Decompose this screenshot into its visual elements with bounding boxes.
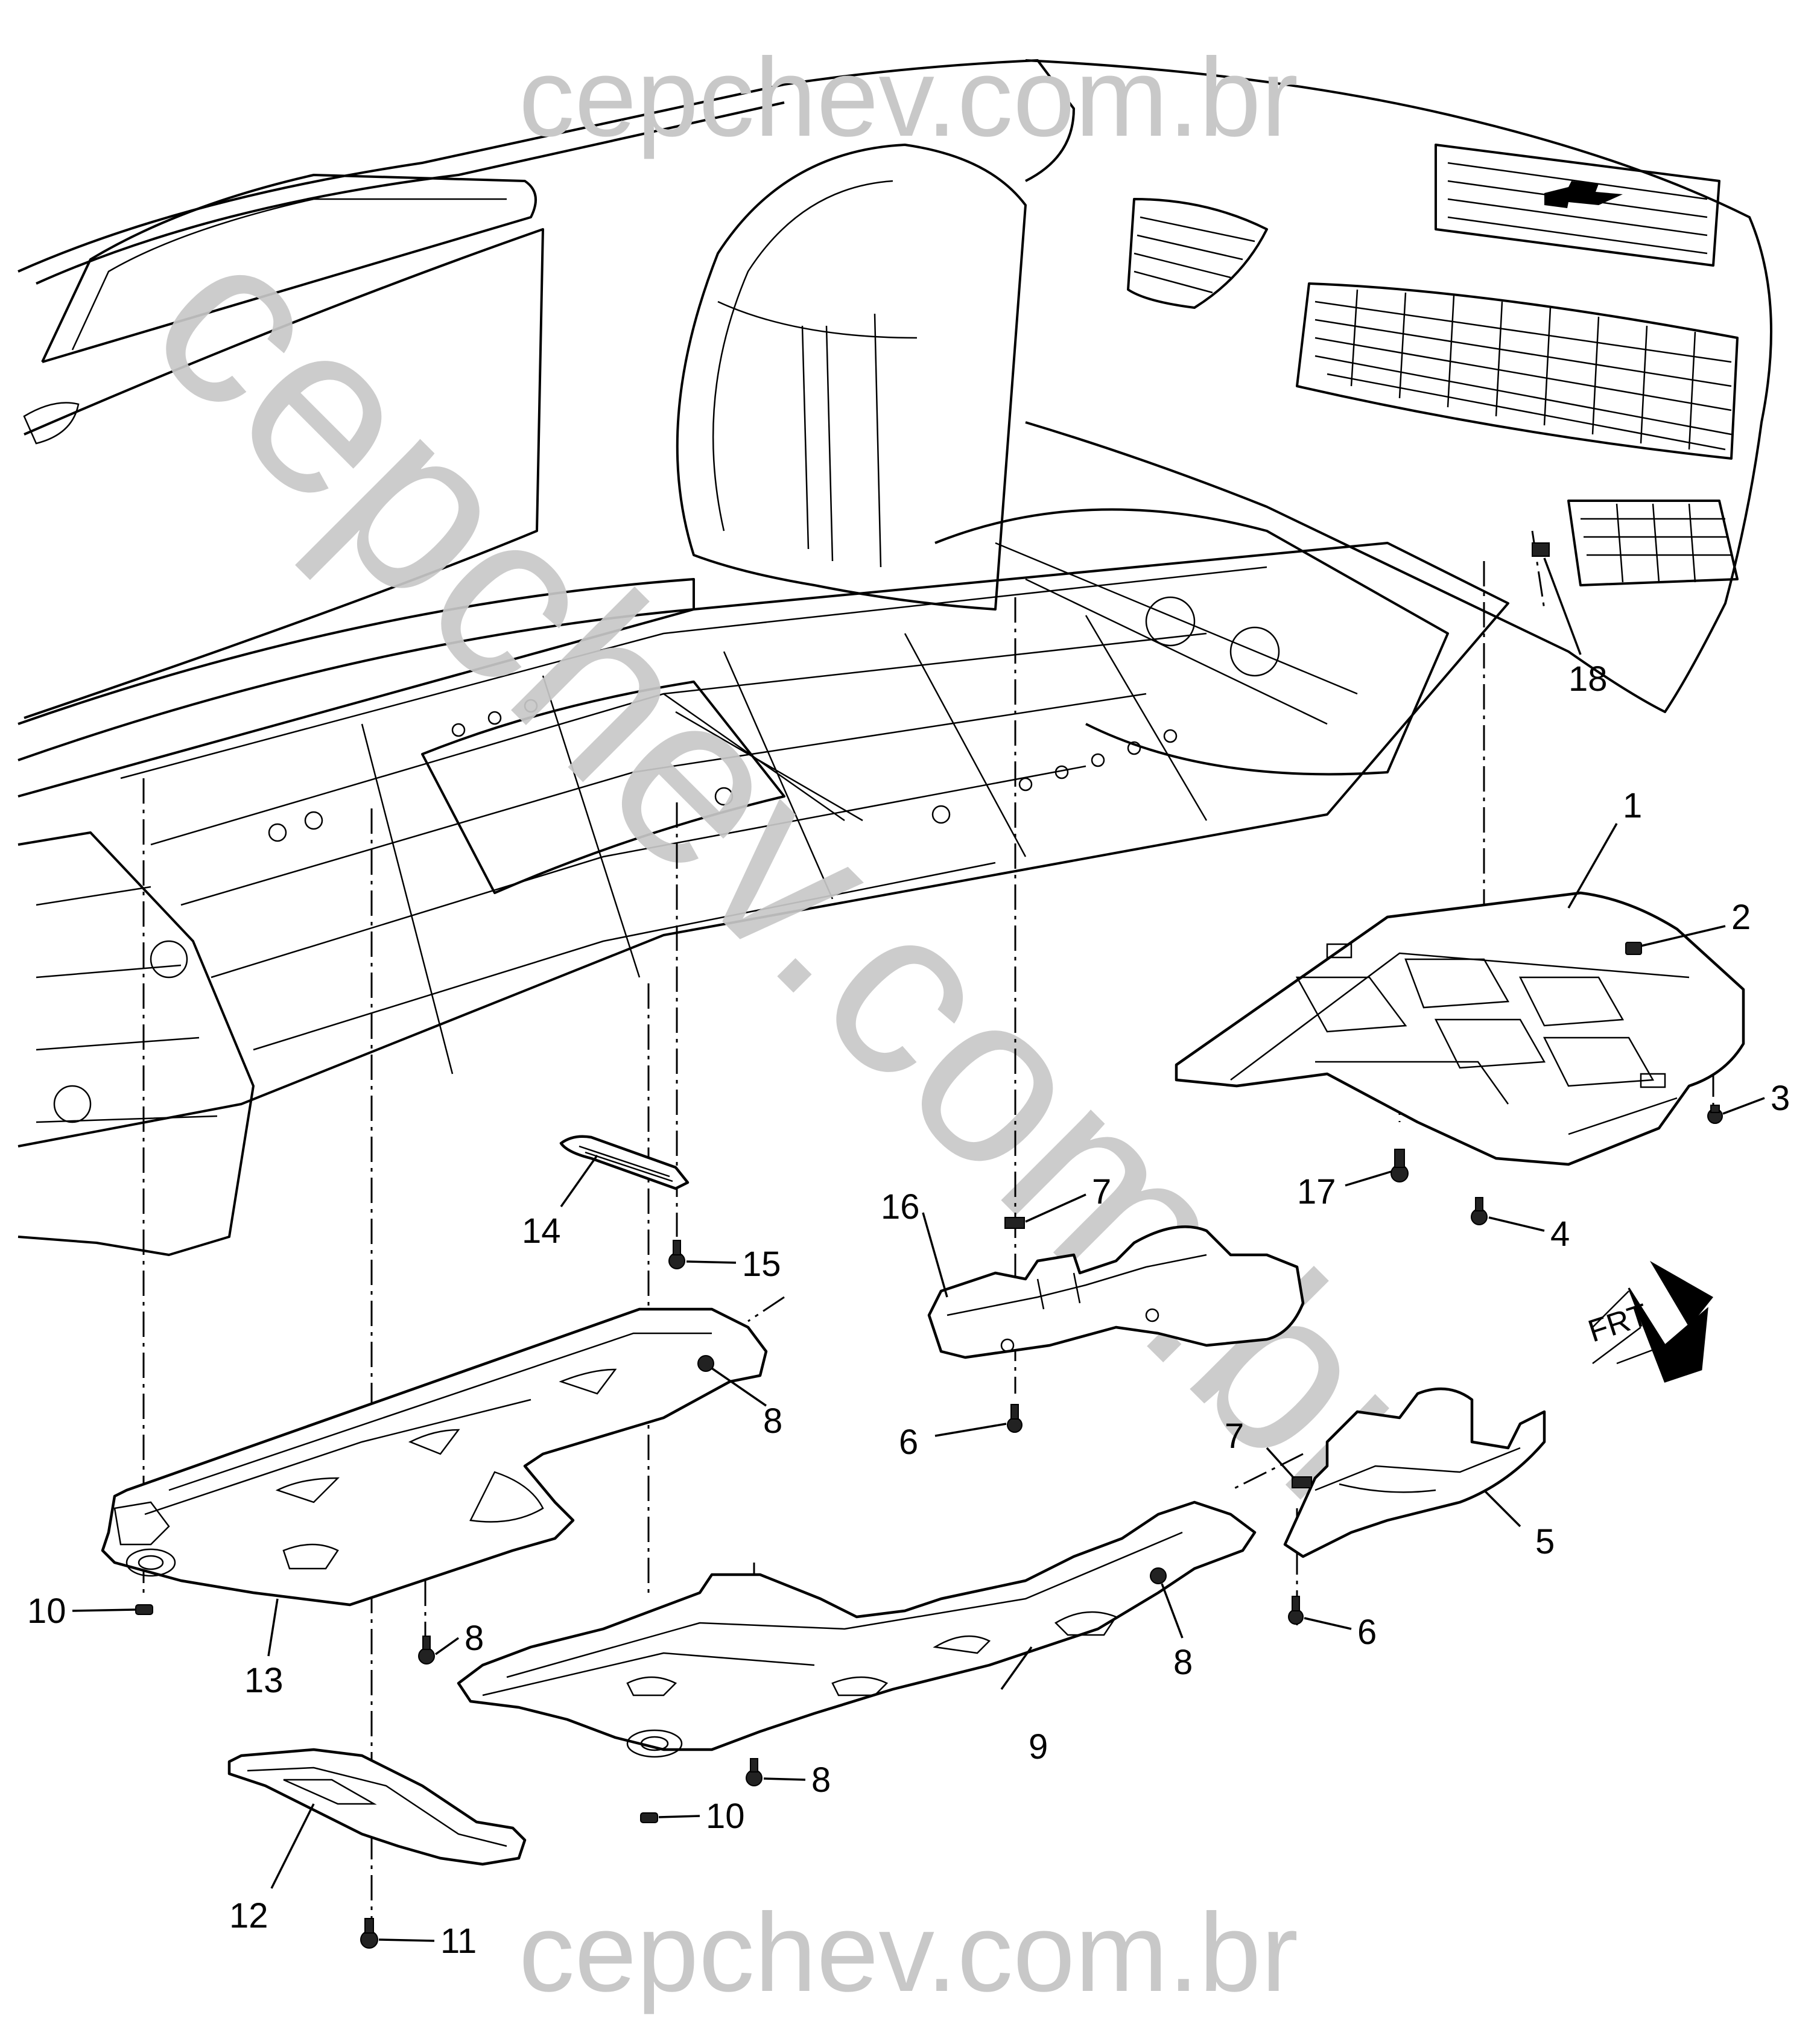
watermark-top: cepchev.com.br xyxy=(519,36,1298,160)
vehicle-underbody-illustration xyxy=(17,59,1772,1256)
retainer-18-icon xyxy=(1532,542,1550,557)
callout-7a: 7 xyxy=(1092,1172,1111,1211)
bolt-3-icon xyxy=(1707,1105,1723,1124)
callout-5: 5 xyxy=(1535,1522,1555,1561)
part-14-bracket xyxy=(559,1135,690,1190)
watermark-bottom: cepchev.com.br xyxy=(519,1891,1298,2015)
callout-8b: 8 xyxy=(465,1619,484,1658)
callout-12: 12 xyxy=(229,1896,268,1935)
underbody-bolt-holes xyxy=(268,699,1178,842)
callout-10b: 10 xyxy=(706,1797,745,1836)
fasteners xyxy=(135,542,1723,1949)
bolt-6b-icon xyxy=(1288,1596,1304,1625)
part-13-underbody-panel xyxy=(101,1307,768,1607)
callout-9: 9 xyxy=(1029,1727,1048,1766)
callout-11: 11 xyxy=(440,1922,477,1961)
bolt-15-icon xyxy=(668,1240,685,1269)
callout-2: 2 xyxy=(1731,898,1751,937)
nut-7a-icon xyxy=(1004,1217,1025,1229)
callout-18: 18 xyxy=(1568,659,1608,699)
bolt-8b-icon xyxy=(418,1636,435,1665)
callout-8d: 8 xyxy=(811,1760,831,1800)
watermark-diagonal: cepchev.com.br xyxy=(101,183,1485,1567)
nut-7b-icon xyxy=(1292,1476,1312,1488)
callout-7b: 7 xyxy=(1225,1417,1244,1456)
part-1-front-shield xyxy=(1175,891,1745,1166)
part-12-brace xyxy=(227,1748,527,1866)
nut-10a-icon xyxy=(135,1604,153,1615)
callout-1: 1 xyxy=(1623,786,1642,825)
callout-4: 4 xyxy=(1550,1214,1570,1254)
nut-10b-icon xyxy=(640,1812,658,1823)
push-pin-2-icon xyxy=(1625,942,1642,955)
part-5-splash-shield xyxy=(1283,1387,1546,1558)
part-9-underbody-panel xyxy=(457,1500,1257,1758)
bolt-6a-icon xyxy=(1007,1404,1023,1433)
callout-3: 3 xyxy=(1771,1079,1790,1118)
bolt-8d-icon xyxy=(746,1758,763,1786)
callout-8a: 8 xyxy=(763,1401,782,1441)
callout-17: 17 xyxy=(1297,1172,1336,1211)
callout-6a: 6 xyxy=(899,1423,918,1462)
front-direction-label: FRT xyxy=(1584,1297,1652,1349)
part-16-splash-shield xyxy=(927,1225,1305,1359)
callout-16: 16 xyxy=(881,1187,920,1227)
bolt-4-icon xyxy=(1471,1197,1488,1225)
callout-labels: 1 2 3 4 5 6 6 7 7 8 8 8 8 9 10 10 11 12 … xyxy=(27,659,1790,1961)
callout-6b: 6 xyxy=(1357,1613,1377,1652)
callout-8c: 8 xyxy=(1173,1643,1193,1682)
callout-15: 15 xyxy=(742,1245,781,1284)
callout-13: 13 xyxy=(244,1661,284,1700)
bolt-8c-icon xyxy=(1150,1567,1167,1584)
bolt-8a-icon xyxy=(697,1355,714,1372)
bolt-11-icon xyxy=(360,1918,378,1949)
leader-lines xyxy=(72,557,1765,1942)
push-pin-17-icon xyxy=(1390,1149,1409,1182)
callout-14: 14 xyxy=(522,1211,561,1251)
front-direction-arrow-icon: FRT xyxy=(1584,1261,1713,1383)
callout-10a: 10 xyxy=(27,1592,66,1631)
